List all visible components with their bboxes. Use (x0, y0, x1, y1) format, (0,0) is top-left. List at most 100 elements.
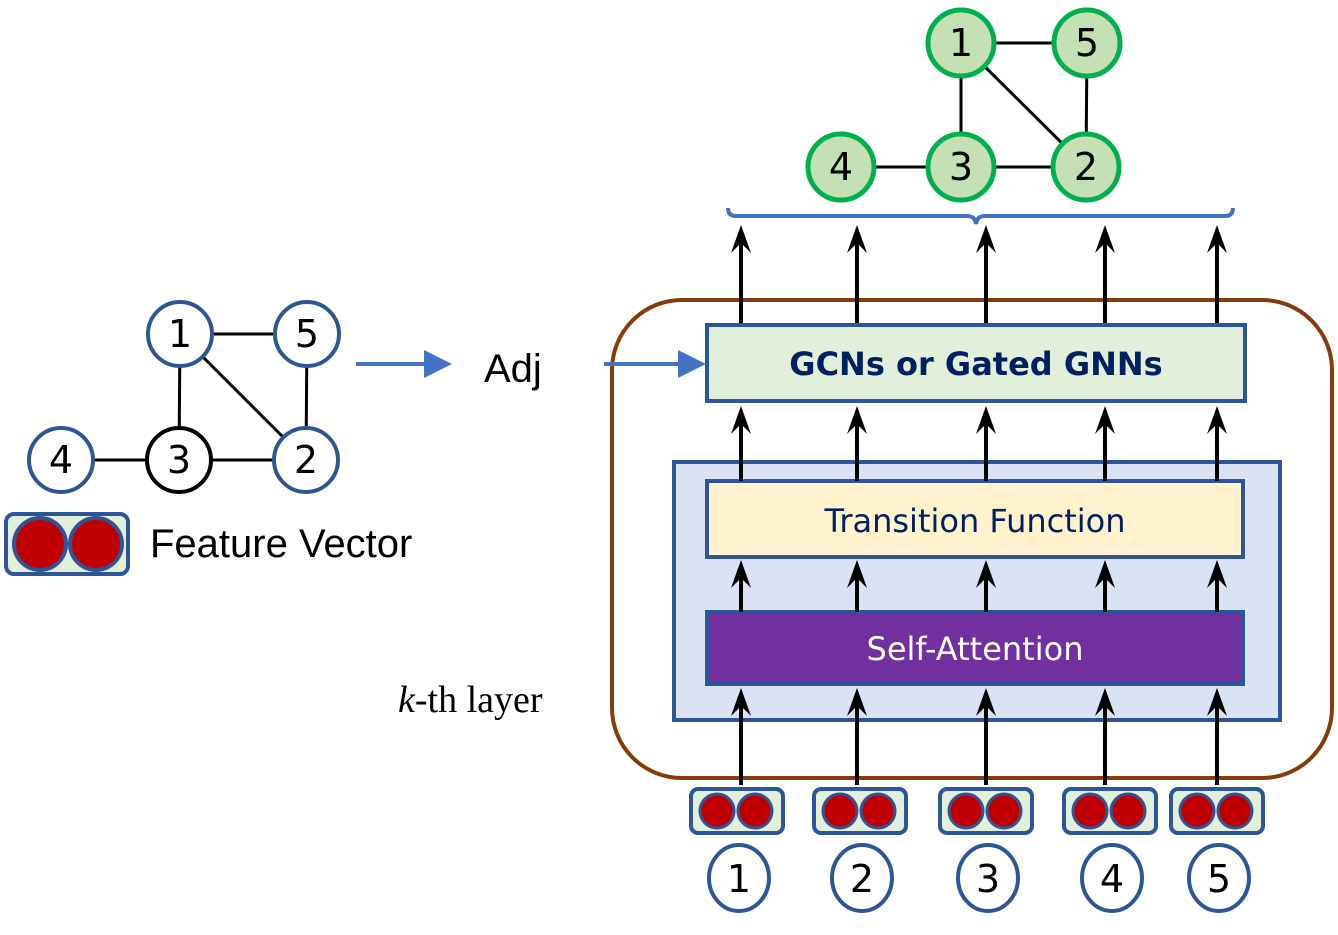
arrow-input-to-attention-1 (731, 688, 751, 785)
input-graph-node-circle (272, 426, 340, 494)
feature-dot (1216, 792, 1254, 830)
arrowhead-icon (976, 225, 996, 253)
feature-dot (698, 792, 736, 830)
input-graph-node-3: 3 (145, 426, 213, 494)
transition-label: Transition Function (823, 502, 1125, 540)
feature-vector-label: Feature Vector (150, 522, 412, 566)
input-token-2: 2 (812, 787, 908, 913)
input-graph-node-circle (145, 426, 213, 494)
token-node-label: 3 (976, 857, 1000, 901)
token-node-label: 2 (850, 857, 874, 901)
arrowhead-icon (731, 560, 751, 588)
input-token-3: 3 (938, 787, 1034, 913)
arrowhead-icon (1095, 406, 1115, 434)
output-graph-node-5: 5 (1051, 7, 1123, 79)
arrowhead-icon (1207, 560, 1227, 588)
arrowhead-icon (1095, 560, 1115, 588)
input-graph-node-label: 5 (295, 312, 319, 356)
feature-vector-legend: Feature Vector (4, 512, 412, 576)
token-node-label: 5 (1207, 857, 1231, 901)
token-node-circle (1187, 843, 1251, 913)
input-graph-node-1: 1 (146, 300, 214, 368)
feature-dot (1109, 792, 1147, 830)
output-graph-node-label: 4 (829, 145, 853, 189)
adj-label: Adj (484, 347, 542, 391)
output-graph-node-4: 4 (805, 131, 877, 203)
arrowhead-icon (847, 225, 867, 253)
output-graph-node-circle (925, 131, 997, 203)
input-graph-node-4: 4 (27, 426, 95, 494)
output-graph-node-label: 5 (1075, 21, 1099, 65)
arrow-gcn-to-output-2 (847, 225, 867, 323)
arrow-gcn-to-output-5 (1207, 225, 1227, 323)
output-graph: 1 5 4 3 2 (805, 7, 1123, 203)
arrowhead-icon (1207, 688, 1227, 716)
arrow-transition-to-gcn-1 (731, 406, 751, 481)
feature-dot (985, 792, 1023, 830)
arrow-transition-to-gcn-3 (976, 406, 996, 481)
input-graph-node-label: 1 (168, 312, 192, 356)
input-token-5: 5 (1169, 787, 1265, 913)
arrowhead-icon (976, 406, 996, 434)
feature-dot (1071, 792, 1109, 830)
k-th-layer-container (610, 298, 1334, 780)
feature-dot (821, 792, 859, 830)
arrowhead-icon (731, 688, 751, 716)
output-graph-node-label: 2 (1074, 145, 1098, 189)
arrow-attention-to-transition-5 (1207, 560, 1227, 612)
token-node-circle (956, 843, 1020, 913)
output-graph-node-circle (805, 131, 877, 203)
token-node-circle (830, 843, 894, 913)
input-token-4: 4 (1062, 787, 1158, 913)
layer-label: k-th layer (398, 679, 543, 721)
arrowhead-icon (731, 225, 751, 253)
feature-dot (859, 792, 897, 830)
transition-function-block: Transition Function (705, 479, 1245, 559)
layer-label-italic: k (398, 679, 416, 721)
input-graph-node-label: 3 (167, 438, 191, 482)
output-graph-node-label: 1 (949, 21, 973, 65)
arrowhead-icon (1095, 688, 1115, 716)
arrow-gcn-to-output-4 (1095, 225, 1115, 323)
output-graph-node-1: 1 (925, 7, 997, 79)
feature-dot (68, 516, 124, 572)
input-token-1: 1 (689, 787, 785, 913)
token-node-circle (707, 843, 771, 913)
output-graph-node-2: 2 (1050, 131, 1122, 203)
arrowhead-icon (1207, 225, 1227, 253)
input-graph-node-circle (27, 426, 95, 494)
input-graph-node-circle (146, 300, 214, 368)
input-graph: 1 5 4 3 2 (27, 300, 341, 494)
arrowhead-icon (847, 560, 867, 588)
input-graph-node-label: 4 (49, 438, 73, 482)
arrow-attention-to-transition-1 (731, 560, 751, 612)
feature-dot (947, 792, 985, 830)
output-graph-node-3: 3 (925, 131, 997, 203)
gcn-label: GCNs or Gated GNNs (789, 345, 1162, 383)
arrowhead-icon (424, 350, 452, 378)
arrowhead-icon (847, 406, 867, 434)
arrow-transition-to-gcn-2 (847, 406, 867, 481)
arrowhead-icon (1095, 225, 1115, 253)
input-tokens: 1 2 3 4 5 (689, 787, 1265, 913)
adj-flow: Adj (356, 347, 706, 391)
arrowhead-icon (731, 406, 751, 434)
input-graph-node-circle (273, 300, 341, 368)
arrowhead-icon (1207, 406, 1227, 434)
arrow-attention-to-transition-4 (1095, 560, 1115, 612)
arrowhead-icon (976, 560, 996, 588)
arrow-input-to-attention-4 (1095, 688, 1115, 785)
arrow-transition-to-gcn-4 (1095, 406, 1115, 481)
output-graph-node-circle (1051, 7, 1123, 79)
output-graph-node-circle (925, 7, 997, 79)
output-graph-node-label: 3 (949, 145, 973, 189)
arrow-attention-to-transition-2 (847, 560, 867, 612)
input-graph-node-2: 2 (272, 426, 340, 494)
token-node-label: 4 (1100, 857, 1124, 901)
input-graph-node-label: 2 (294, 438, 318, 482)
self-attention-block: Self-Attention (705, 610, 1245, 686)
feature-dot (1178, 792, 1216, 830)
arrow-input-to-attention-3 (976, 688, 996, 785)
arrow-input-to-attention-5 (1207, 688, 1227, 785)
